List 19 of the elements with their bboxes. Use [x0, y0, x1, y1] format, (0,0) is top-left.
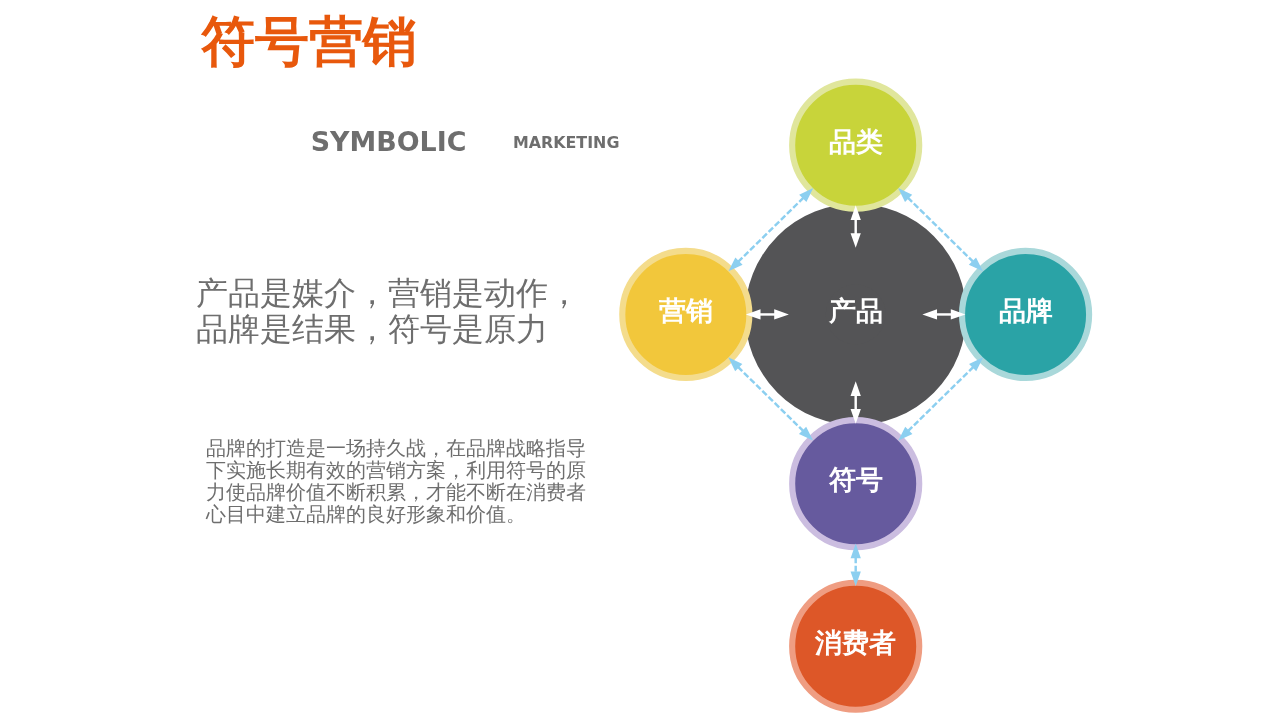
- label: SYMBOLIC: [310, 125, 467, 157]
- arrow: [922, 309, 966, 320]
- node-circle: 符号: [789, 417, 923, 551]
- arrow: [850, 381, 861, 424]
- label: MARKETING: [512, 133, 620, 153]
- arrow: [850, 205, 861, 248]
- arrow: [728, 188, 814, 272]
- arrow: [728, 357, 814, 441]
- arrow: [898, 188, 983, 272]
- node-circle: 品类: [789, 78, 923, 212]
- label: 品牌的打造是一场持久战，在品牌战略指导下实施长期有效的营销方案，利用符号的原力使品牌价值不断积累，才能不断在消费者心目中建立品牌的良好形象和价值。: [205, 437, 586, 527]
- node-circle: 消费者: [789, 579, 923, 713]
- arrow: [745, 309, 789, 320]
- arrow: [898, 357, 984, 441]
- arrow: [850, 543, 861, 587]
- node-circle: 品牌: [958, 247, 1093, 382]
- diagram-title: 符号营销: [200, 9, 417, 73]
- label: 产品是媒介，营销是动作，品牌是结果，符号是原力: [195, 275, 580, 347]
- node-circle: 营销: [619, 247, 753, 382]
